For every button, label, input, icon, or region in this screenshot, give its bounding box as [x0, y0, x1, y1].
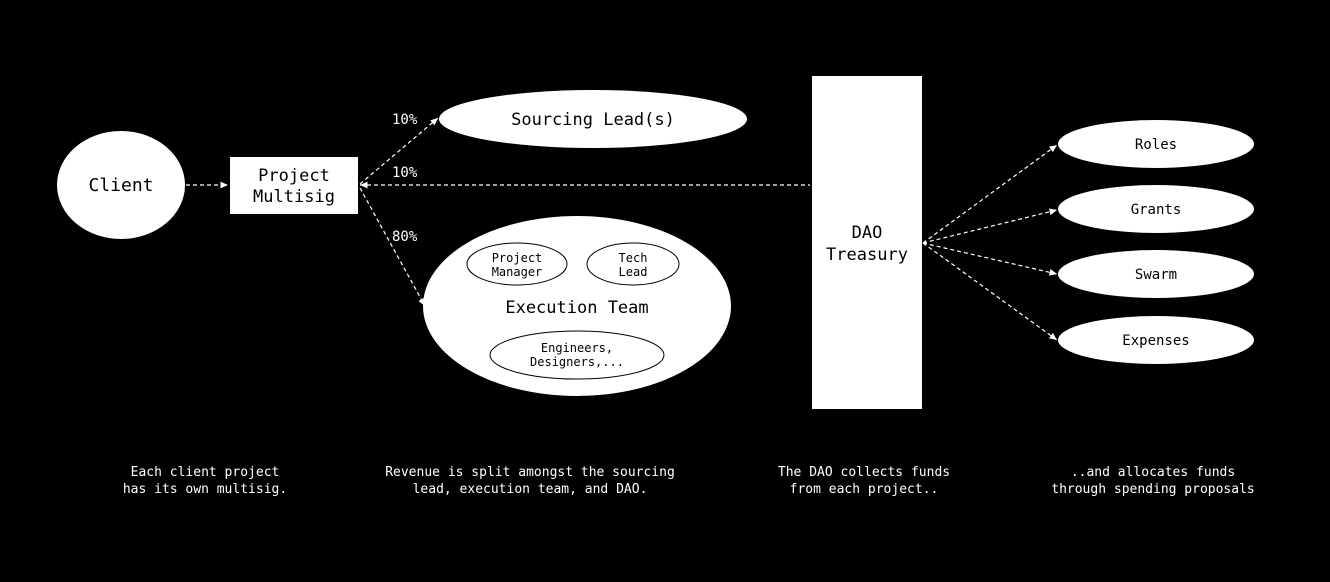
- caption-multisig-line1: Each client project: [131, 465, 280, 480]
- tech-lead-node: Tech Lead: [586, 242, 680, 286]
- caption-collect: The DAO collects funds from each project…: [778, 465, 950, 497]
- expenses-label: Expenses: [1122, 333, 1189, 349]
- multisig-label-line2: Multisig: [253, 187, 335, 207]
- caption-split-line1: Revenue is split amongst the sourcing: [385, 465, 675, 480]
- caption-collect-line1: The DAO collects funds: [778, 465, 950, 480]
- grants-label: Grants: [1131, 202, 1182, 218]
- project-multisig-node: Project Multisig: [230, 157, 358, 214]
- dao-treasury-line2: Treasury: [826, 245, 908, 265]
- arrow-multisig-to-sourcing: [359, 117, 439, 185]
- caption-allocate: ..and allocates funds through spending p…: [1051, 465, 1255, 497]
- execution-team-node: Execution Team Project Manager Tech Lead…: [423, 216, 731, 396]
- engineers-line2: Designers,...: [530, 355, 624, 369]
- caption-split-line2: lead, execution team, and DAO.: [413, 482, 648, 497]
- caption-split: Revenue is split amongst the sourcing le…: [385, 465, 675, 497]
- caption-multisig: Each client project has its own multisig…: [123, 465, 287, 497]
- roles-label: Roles: [1135, 137, 1177, 153]
- grants-node: Grants: [1058, 185, 1254, 233]
- caption-multisig-line2: has its own multisig.: [123, 482, 287, 497]
- arrow-treasury-to-swarm: [922, 242, 1058, 276]
- execution-split-label: 80%: [392, 229, 418, 245]
- client-label: Client: [88, 175, 153, 196]
- project-manager-node: Project Manager: [466, 242, 568, 286]
- engineers-node: Engineers, Designers,...: [489, 330, 665, 380]
- arrow-treasury-to-grants: [922, 208, 1058, 244]
- roles-node: Roles: [1058, 120, 1254, 168]
- caption-allocate-line1: ..and allocates funds: [1071, 465, 1235, 480]
- project-manager-line1: Project: [492, 251, 543, 265]
- sourcing-split-label: 10%: [392, 112, 418, 128]
- client-node: Client: [57, 131, 185, 239]
- tech-lead-line2: Lead: [619, 265, 648, 279]
- arrow-treasury-to-roles: [922, 144, 1058, 244]
- arrow-multisig-to-execution: [359, 187, 426, 307]
- expenses-node: Expenses: [1058, 316, 1254, 364]
- sourcing-lead-label: Sourcing Lead(s): [511, 110, 675, 130]
- execution-team-label: Execution Team: [505, 298, 648, 318]
- multisig-label-line1: Project: [258, 166, 330, 186]
- project-manager-line2: Manager: [492, 265, 543, 279]
- dao-split-label: 10%: [392, 165, 418, 181]
- tech-lead-line1: Tech: [619, 251, 648, 265]
- engineers-line1: Engineers,: [541, 341, 613, 355]
- arrow-treasury-to-expenses: [922, 242, 1058, 341]
- caption-collect-line2: from each project..: [790, 482, 939, 497]
- swarm-node: Swarm: [1058, 250, 1254, 298]
- dao-treasury-line1: DAO: [852, 223, 883, 243]
- dao-treasury-node: DAO Treasury: [812, 76, 922, 409]
- caption-allocate-line2: through spending proposals: [1051, 482, 1255, 497]
- sourcing-lead-node: Sourcing Lead(s): [439, 90, 747, 148]
- swarm-label: Swarm: [1135, 267, 1177, 283]
